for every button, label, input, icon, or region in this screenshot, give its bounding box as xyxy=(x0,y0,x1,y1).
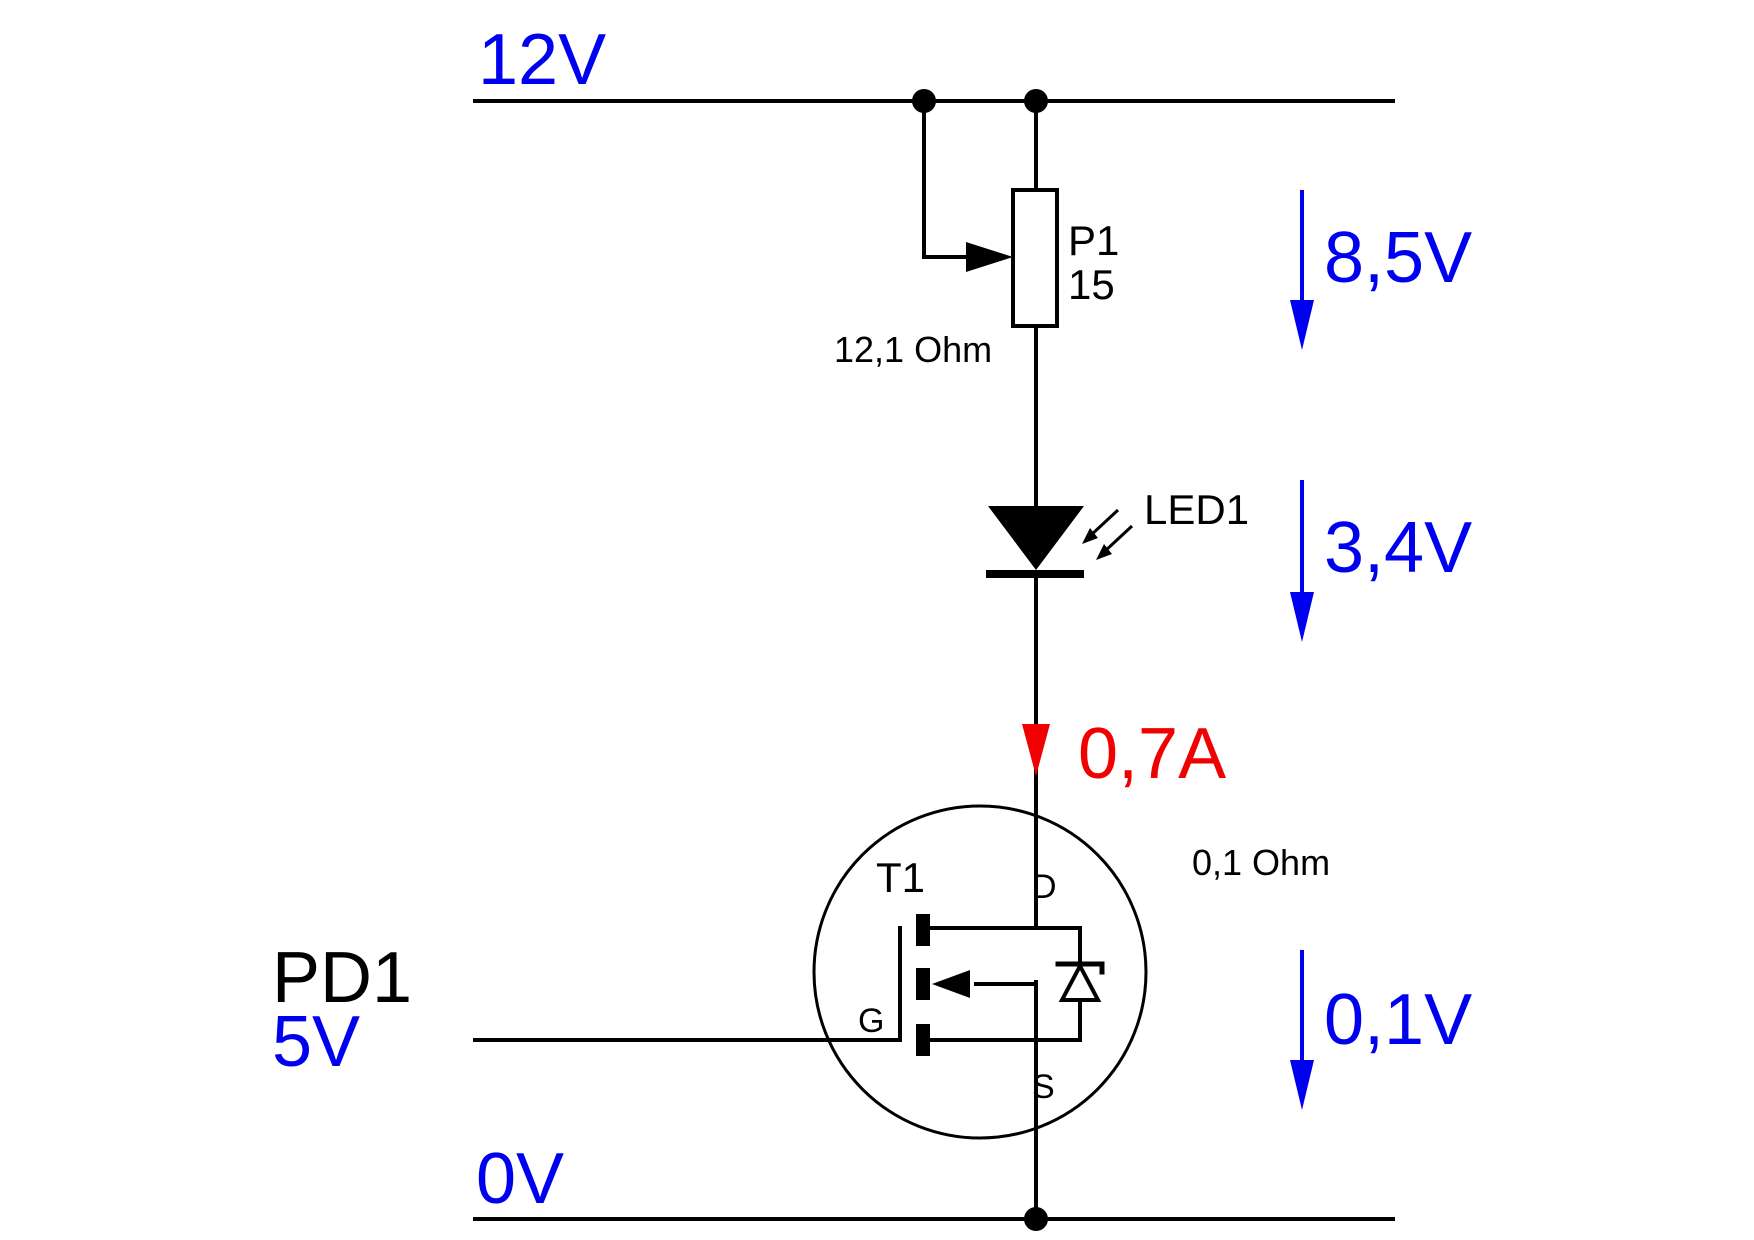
mosfet-name: T1 xyxy=(876,854,925,901)
led-voltage-drop: 3,4V xyxy=(1324,508,1472,588)
led-emission-icon xyxy=(1082,508,1134,560)
gate-wire xyxy=(473,926,902,1042)
current-arrow xyxy=(1022,724,1050,776)
input-pin-name: PD1 xyxy=(272,938,412,1018)
mosfet-body-arrow xyxy=(932,970,970,998)
pot-voltage-drop: 8,5V xyxy=(1324,218,1472,298)
body-diode-bar xyxy=(1055,961,1105,975)
potentiometer-body xyxy=(1011,188,1059,328)
potentiometer-value: 15 xyxy=(1068,261,1115,308)
pot-voltage-arrow xyxy=(1290,190,1314,350)
mosfet-voltage-arrow xyxy=(1290,950,1314,1110)
mosfet-channel-top xyxy=(916,914,930,946)
mosfet-gate-label: G xyxy=(858,1002,884,1040)
potentiometer-name: P1 xyxy=(1068,217,1119,264)
potentiometer-wiper-arrow xyxy=(966,242,1013,272)
mosfet-channel-mid xyxy=(916,968,930,1000)
potentiometer-resistance: 12,1 Ohm xyxy=(834,329,992,370)
mosfet-channel-bottom xyxy=(916,1024,930,1056)
mosfet-envelope xyxy=(812,804,1148,1140)
bottom-rail-voltage: 0V xyxy=(476,1139,564,1219)
top-rail-voltage: 12V xyxy=(478,20,606,100)
mosfet-drain-label: D xyxy=(1032,868,1057,906)
mosfet-on-resistance: 0,1 Ohm xyxy=(1192,842,1330,883)
body-diode-triangle xyxy=(1058,961,1102,1002)
mosfet-voltage-drop: 0,1V xyxy=(1324,980,1472,1060)
led-voltage-arrow xyxy=(1290,480,1314,642)
led-triangle xyxy=(988,506,1084,570)
mosfet-source-label: S xyxy=(1032,1068,1055,1106)
current-value: 0,7A xyxy=(1078,714,1226,794)
input-pin-voltage: 5V xyxy=(272,1002,360,1082)
potentiometer-wiper-wire xyxy=(922,99,970,259)
led-name: LED1 xyxy=(1144,486,1249,533)
